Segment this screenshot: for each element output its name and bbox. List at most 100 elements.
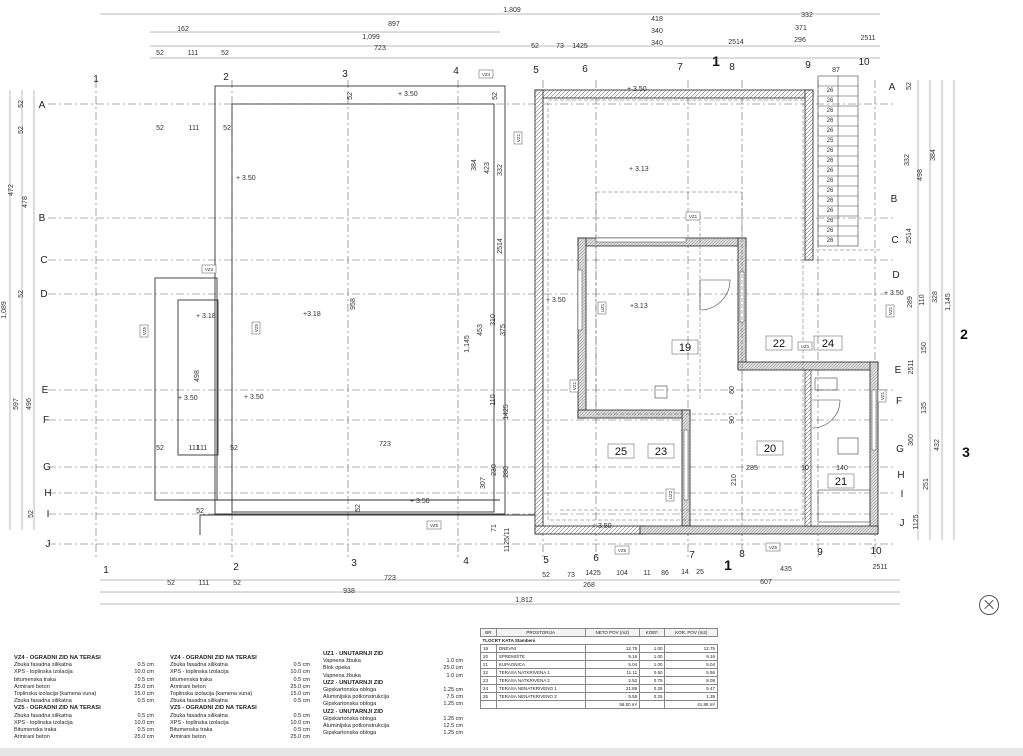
- wall-spec-value: 0.5 cm: [293, 712, 310, 719]
- wall-spec-name: Aluminijska potkonstrukcija: [323, 694, 390, 701]
- table-row: 25 TERASA NENATKRIVENO 2 5.55 0.25 1.39: [480, 692, 718, 701]
- table-cell: 0.25: [639, 684, 666, 693]
- dim-inner: 111: [189, 445, 200, 452]
- dim-inner: 285: [746, 465, 758, 472]
- table-cell: 12.75: [664, 644, 718, 653]
- dim-left: 597: [13, 398, 20, 410]
- wall-tag: UZ2: [668, 490, 673, 499]
- dim-bottom: 1425: [585, 570, 601, 577]
- grid-y-left-F: F: [43, 415, 49, 426]
- grid-y-left-B: B: [39, 213, 46, 224]
- grid-y-right-G: G: [896, 444, 904, 455]
- dim-left: 496: [26, 398, 33, 410]
- stair-step: 26: [827, 238, 834, 244]
- dim-bottom: 86: [661, 570, 669, 577]
- grid-y-left-E: E: [42, 385, 49, 396]
- dimension-text-vertical: 52 52 472 478 52 1,089 597 496 52 52 111…: [1, 82, 952, 530]
- wall-spec-title: VZ5 - OGRADNI ZID NA TERASI: [170, 705, 257, 712]
- dim-right: 135: [921, 402, 928, 414]
- dim-left: 478: [22, 196, 29, 208]
- wall-tag: VZ1: [888, 306, 893, 315]
- wall-spec-value: 0.5 cm: [293, 662, 310, 669]
- wall-spec-value: 0.5 cm: [293, 698, 310, 705]
- dim-top: 418: [651, 16, 663, 23]
- room-label-23: 23: [655, 446, 667, 458]
- wall-spec-name: Gipskartonska obloga: [323, 715, 377, 722]
- dim-inner: 52: [347, 92, 354, 100]
- close-icon[interactable]: [979, 595, 999, 615]
- grid-x-bottom-6: 6: [593, 553, 599, 564]
- grid-x-top-2: 2: [223, 72, 229, 83]
- wall-tag: VZ1: [516, 133, 521, 142]
- wall-spec-value: 1.0 cm: [446, 672, 463, 679]
- table-cell: 2.52: [584, 676, 641, 685]
- dim-right: 1125: [913, 514, 920, 529]
- grid-y-right-D: D: [892, 270, 899, 281]
- wall-spec-value: 12.5 cm: [443, 723, 463, 730]
- dim-top: 2511: [860, 35, 875, 42]
- section-marks: 1 1 2 3: [712, 53, 970, 573]
- wall-tag: VZ5: [769, 545, 778, 550]
- wall-spec-value: 25.0 cm: [443, 665, 463, 672]
- level-mark: + 3.50: [398, 91, 418, 98]
- wall-tag: VZ5: [618, 548, 627, 553]
- dim-inner: 310: [490, 314, 497, 326]
- wall-spec-row: Blok opeka 25.0 cm: [323, 665, 463, 672]
- wall-spec-name: XPS - toplinska izolacija: [170, 669, 229, 676]
- dim-inner: 453: [477, 324, 484, 336]
- grid-x-top-5: 5: [533, 65, 539, 76]
- table-cell: 5.04: [584, 660, 641, 669]
- wall-spec-name: Blok opeka: [323, 665, 351, 672]
- dim-inner: 52: [156, 445, 164, 452]
- wall-spec-title: VZ4 - OGRADNI ZID NA TERASI: [14, 655, 101, 661]
- stair-step: 26: [827, 198, 834, 204]
- dim-top: 332: [801, 12, 813, 19]
- dim-inner: 307: [480, 477, 487, 489]
- wall-tags: VZ4 VZ4 VZ5 VZ5 VZ5 VZ5 VZ5 VZ1 VZ1 VZ1 …: [139, 69, 895, 555]
- grid-y-left-C: C: [40, 255, 47, 266]
- dim-right: 360: [908, 434, 915, 446]
- wall-tag: VZ5: [430, 523, 439, 528]
- table-row: 24 TERASA NENATKRIVENO 1 21.89 0.25 5.47: [480, 684, 718, 693]
- level-marks: + 3.50 + 3.50 + 3.50 + 3.50 + 3.50 + 3.5…: [178, 86, 904, 530]
- grid-y-right-F: F: [896, 396, 902, 407]
- dim-left: 52: [18, 126, 25, 134]
- dim-left: 1,089: [1, 301, 8, 319]
- table-cell: TERASA NATKRIVENA 1: [495, 668, 586, 677]
- level-mark: + 3.50: [236, 175, 256, 182]
- wall-spec-value: 25.0 cm: [134, 734, 154, 741]
- dim-bottom: 25: [696, 569, 704, 576]
- stair-step: 26: [827, 108, 834, 114]
- table-cell: 5.55: [584, 692, 641, 701]
- wall-spec-name: Toplinska izolacija (kamena vuna): [170, 691, 253, 698]
- wall-spec-value: 0.5 cm: [293, 676, 310, 683]
- bottom-strip: [0, 748, 1023, 756]
- table-cell: 0.50: [639, 668, 666, 677]
- dim-inner: 498: [194, 370, 201, 382]
- wall-spec-title: UZ1 - UNUTARNJI ZID: [323, 651, 384, 657]
- grid-x-bottom-8: 8: [739, 549, 745, 560]
- dim-top: 2514: [728, 39, 744, 46]
- grid-y-left-H: H: [44, 488, 51, 499]
- wall-spec-name: XPS - toplinska izolacija: [14, 719, 73, 726]
- wall-spec-title: VZ5 - OGRADNI ZID NA TERASI: [14, 705, 101, 712]
- wall-spec-value: 1.25 cm: [443, 730, 463, 737]
- dim-inner: 375: [500, 324, 507, 336]
- grid-x-bottom-5: 5: [543, 555, 549, 566]
- wall-tag: VZ4: [482, 72, 491, 77]
- table-row: 21 KUPAONICA 5.04 1.00 5.04: [480, 660, 718, 669]
- dim-bottom: 14: [681, 569, 689, 576]
- wall-tag: VZ1: [572, 381, 577, 390]
- stair-step: 26: [827, 158, 834, 164]
- dim-bottom: 52: [542, 572, 550, 579]
- grid-x-top-3: 3: [342, 69, 348, 80]
- wall-spec-row: Toplinska izolacija (kamena vuna)15.0 cm: [14, 691, 154, 698]
